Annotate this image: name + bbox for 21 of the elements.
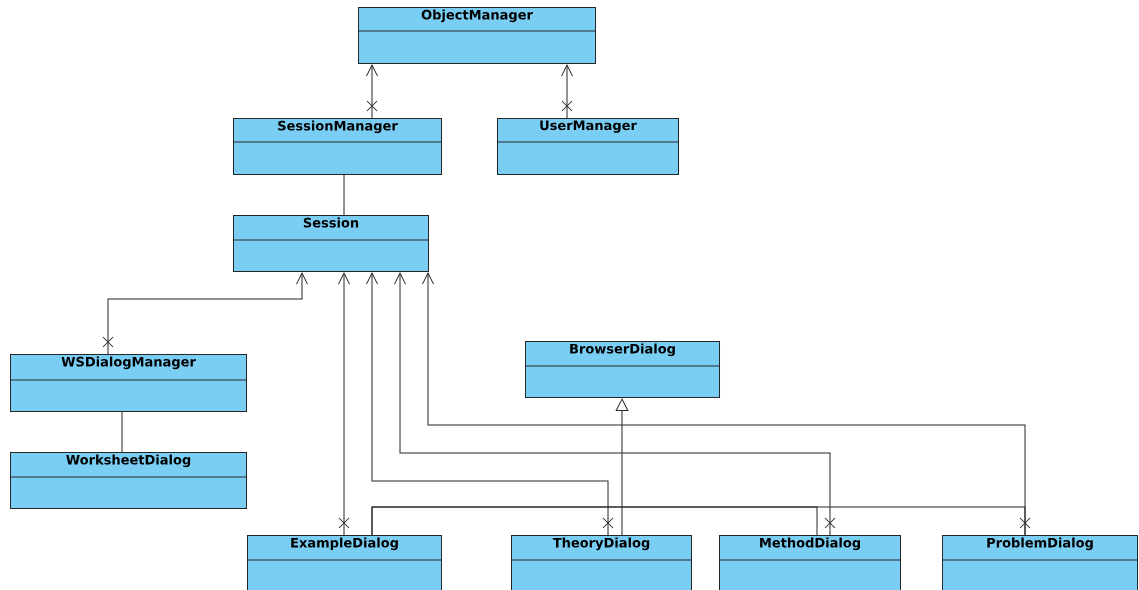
- class-box: SessionManager: [232, 118, 442, 175]
- class-box: TheoryDialog: [510, 535, 692, 590]
- connector: [615, 398, 629, 536]
- class-box: MethodDialog: [718, 535, 901, 590]
- connector: [371, 506, 1026, 536]
- class-box: BrowserDialog: [524, 341, 720, 398]
- connector: [366, 272, 614, 536]
- connector: [343, 174, 345, 216]
- class-box: ObjectManager: [357, 7, 596, 64]
- class-box: Session: [232, 215, 429, 272]
- class-box: WSDialogManager: [9, 354, 247, 412]
- connector: [561, 64, 573, 119]
- class-box: ProblemDialog: [941, 535, 1138, 590]
- connector: [366, 64, 378, 119]
- class-box: ExampleDialog: [246, 535, 442, 590]
- connector: [102, 272, 308, 355]
- connector: [394, 272, 836, 536]
- class-box: WorksheetDialog: [9, 452, 247, 509]
- connector: [121, 411, 123, 453]
- class-box: UserManager: [496, 118, 679, 175]
- connector: [338, 272, 350, 536]
